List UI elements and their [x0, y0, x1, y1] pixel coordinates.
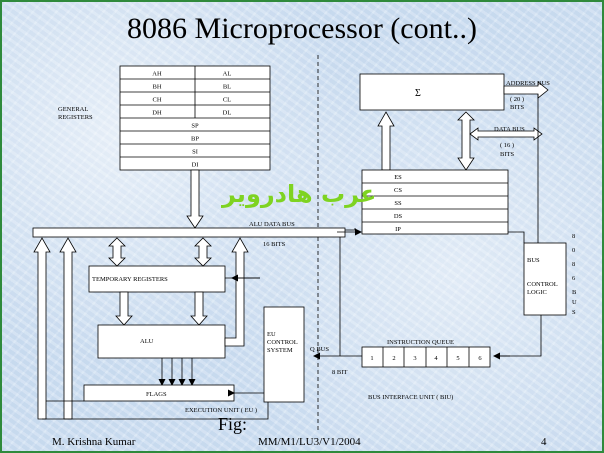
address-bus-label: ADDRESS BUS [506, 80, 550, 87]
alu-to-bus-arrow [224, 237, 249, 347]
data-bus-width: ( 16 ) [500, 142, 514, 149]
eight-bit-label: 8 BIT [332, 369, 347, 376]
bus-8086-char: 8 [572, 233, 575, 240]
adder-arrows [377, 111, 475, 171]
bus-control-links [496, 94, 542, 357]
eu-control-label: CONTROL [267, 339, 298, 346]
slide-title: 8086 Microprocessor (cont..) [127, 12, 477, 45]
data-bus-width: BITS [500, 151, 514, 158]
general-registers-label: GENERAL [58, 106, 88, 113]
register-di: DI [192, 162, 199, 169]
temporary-registers-label: TEMPORARY REGISTERS [92, 276, 168, 283]
footer-code: MM/M1/LU3/V1/2004 [258, 436, 361, 448]
register-ds: DS [394, 213, 403, 220]
bus-8086-char: U [572, 299, 577, 306]
bus-temp-arrows [108, 237, 212, 326]
data-bus-label: DATA BUS [494, 126, 525, 133]
alu-label: ALU [140, 338, 154, 345]
footer-author: M. Krishna Kumar [52, 436, 136, 448]
register-bl: BL [223, 84, 231, 91]
register-dl: DL [223, 110, 232, 117]
register-si: SI [192, 149, 198, 156]
flags-label: FLAGS [146, 391, 167, 398]
instruction-queue [361, 346, 491, 368]
alu-data-bus-label: ALU DATA BUS [249, 221, 295, 228]
bus-control-logic [523, 242, 567, 316]
general-registers [119, 65, 271, 171]
left-feedback-arrows [33, 237, 77, 420]
instruction-queue-label: INSTRUCTION QUEUE [387, 339, 454, 346]
bus-control-label: LOGIC [527, 289, 547, 296]
queue-slot-1: 1 [370, 355, 373, 362]
register-al: AL [223, 71, 232, 78]
address-adder [359, 73, 505, 111]
data-bus-arrow [469, 127, 543, 141]
bus-8086-char: B [572, 289, 577, 296]
watermark: عرب هادروير [222, 180, 377, 208]
eu-control-label: EU [267, 331, 276, 338]
registers-to-bus-arrow [186, 169, 204, 229]
eu-control-system [263, 306, 305, 403]
address-bus-width: BITS [510, 104, 524, 111]
bus-8086-char: 8 [572, 261, 575, 268]
execution-unit-label: EXECUTION UNIT ( EU ) [185, 407, 257, 414]
register-cl: CL [223, 97, 231, 104]
page-number: 4 [541, 436, 547, 448]
bus-8086-char: 0 [572, 247, 575, 254]
queue-slot-6: 6 [478, 355, 482, 362]
general-registers-label: REGISTERS [58, 114, 93, 121]
bus-to-segment-link [345, 228, 356, 231]
address-bus-width: ( 20 ) [510, 96, 524, 103]
queue-slot-3: 3 [413, 355, 416, 362]
bus-8086-char: S [572, 309, 576, 316]
alu-bus-width: 16 BITS [263, 241, 286, 248]
bus-control-label: CONTROL [527, 281, 558, 288]
register-bh: BH [152, 84, 161, 91]
register-bp: BP [191, 136, 199, 143]
queue-slot-4: 4 [434, 355, 438, 362]
flags-feedback [42, 400, 269, 420]
figure-label: Fig: [218, 414, 248, 434]
register-es: ES [394, 174, 402, 181]
bus-interface-unit-label: BUS INTERFACE UNIT ( BIU) [368, 394, 453, 401]
queue-slot-5: 5 [456, 355, 459, 362]
alu-data-bus [32, 227, 346, 238]
register-ah: AH [152, 71, 162, 78]
register-dh: DH [152, 110, 162, 117]
sigma-symbol: Σ [415, 88, 421, 99]
eu-control-label: SYSTEM [267, 347, 293, 354]
register-ss: SS [394, 200, 402, 207]
temporary-registers [88, 265, 226, 293]
bus-8086-char: 6 [572, 275, 576, 282]
segment-registers [361, 169, 509, 235]
address-bus-arrow [503, 81, 549, 99]
bus-control-label: BUS [527, 257, 540, 264]
register-ip: IP [395, 226, 401, 233]
q-bus-label: Q BUS [310, 346, 329, 353]
alu-block [97, 324, 226, 359]
register-sp: SP [191, 123, 199, 130]
register-ch: CH [152, 97, 161, 104]
register-cs: CS [394, 187, 402, 194]
queue-slot-2: 2 [392, 355, 395, 362]
